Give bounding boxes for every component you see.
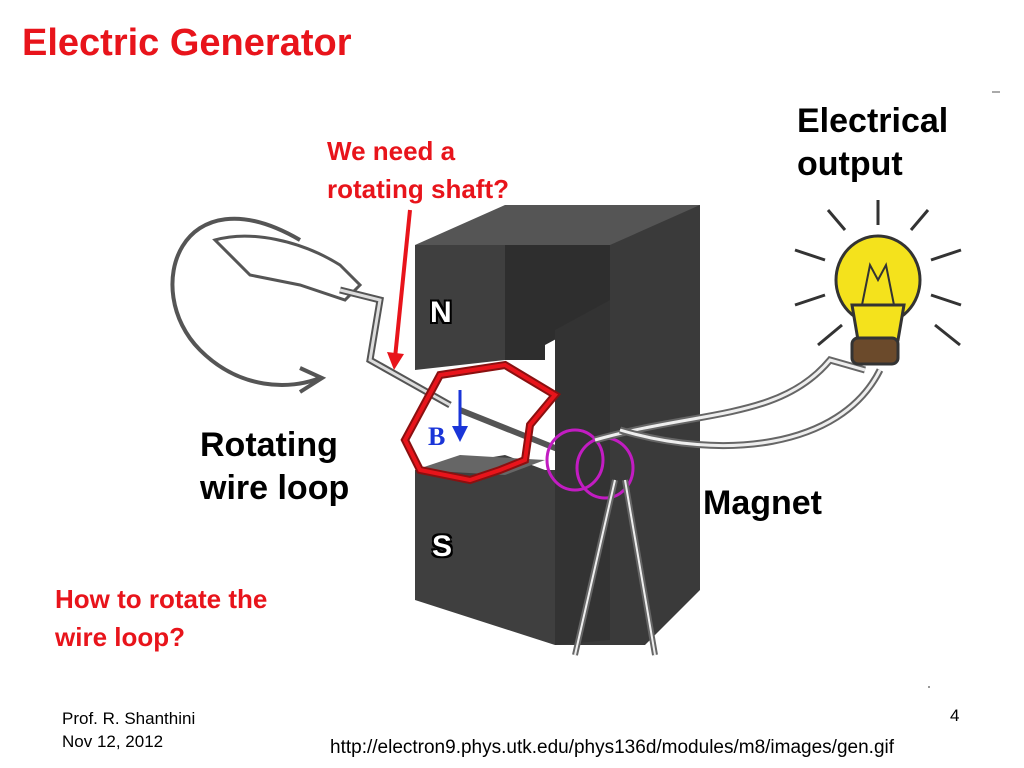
slide-title: Electric Generator [22, 22, 352, 64]
footer-credits: Prof. R. Shanthini Nov 12, 2012 [62, 707, 195, 753]
rotation-arrow [170, 216, 321, 387]
magnet-body [415, 205, 700, 645]
footer-date: Nov 12, 2012 [62, 732, 164, 751]
rotating-loop-line-2: wire loop [200, 469, 350, 507]
rotating-loop-label: Rotating wire loop [200, 424, 349, 510]
page-number: 4 [950, 706, 960, 725]
light-rays [794, 200, 962, 347]
electrical-output-line-2: output [797, 145, 903, 183]
magnet-label: Magnet [703, 484, 822, 522]
electrical-output-line-1: Electrical [797, 102, 949, 140]
rotate-question-line-1: How to rotate the [55, 584, 268, 614]
slip-ring [545, 428, 605, 492]
shaft-question-line-1: We need a [327, 136, 456, 166]
north-pole-label: N [430, 296, 452, 329]
electrical-output-label: Electrical output [797, 100, 948, 186]
light-bulb-icon [834, 234, 922, 366]
footer-author: Prof. R. Shanthini [62, 709, 196, 728]
rotate-question: How to rotate the wire loop? [55, 580, 267, 656]
south-pole-label: S [432, 530, 453, 563]
hand-icon [212, 234, 363, 302]
shaft-question: We need a rotating shaft? [327, 132, 509, 208]
b-field-label: B [428, 422, 446, 451]
rotating-loop-line-1: Rotating [200, 426, 338, 464]
source-url[interactable]: http://electron9.phys.utk.edu/phys136d/m… [330, 737, 895, 758]
pointer-arrow [393, 209, 412, 359]
shaft-question-line-2: rotating shaft? [327, 174, 509, 204]
rotate-question-line-2: wire loop? [55, 622, 185, 652]
